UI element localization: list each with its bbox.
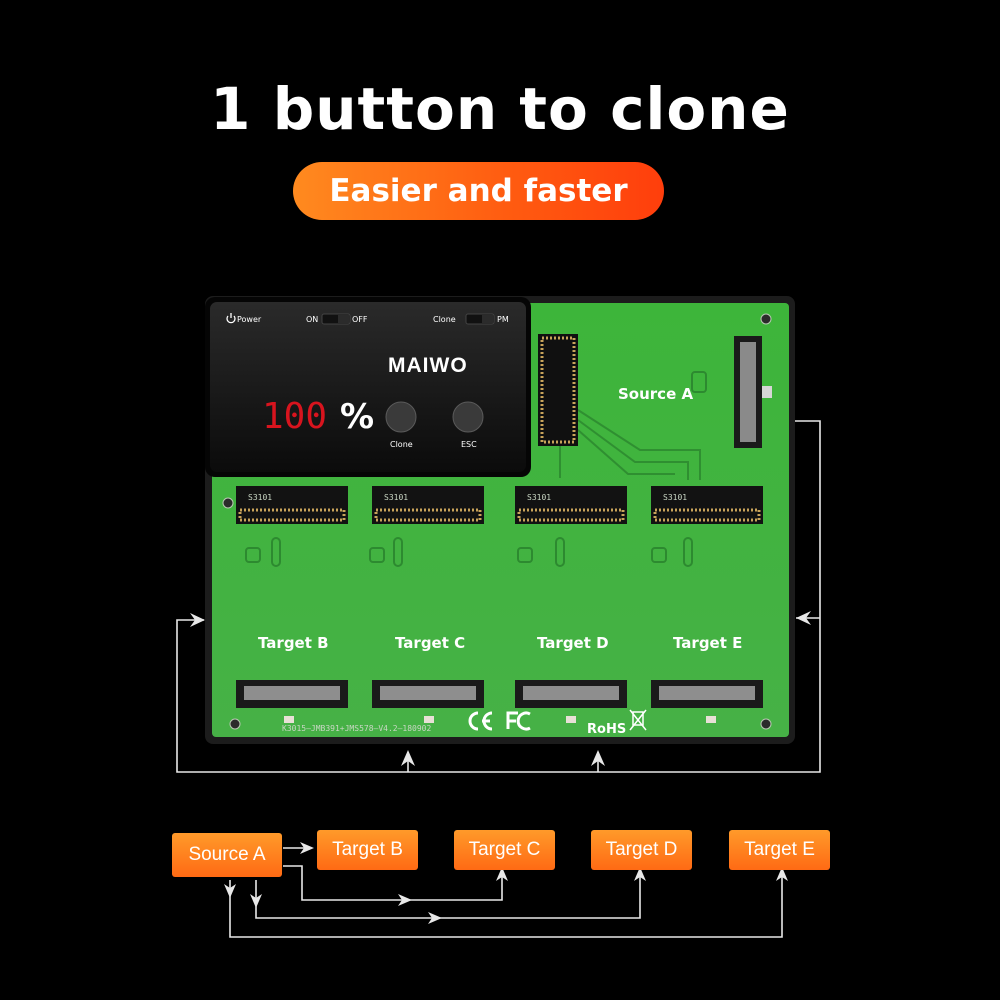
diagram-arrow-b: [300, 842, 314, 854]
m2-slot-c: S3101: [372, 486, 484, 524]
svg-text:S3101: S3101: [384, 493, 408, 502]
diagram-target-d: Target D: [591, 830, 692, 870]
target-d-label: Target D: [537, 634, 609, 652]
clone-button[interactable]: [385, 401, 417, 433]
target-b-label: Target B: [258, 634, 329, 652]
m2-slot-e: S3101: [651, 486, 763, 524]
sata-connector-d: [515, 680, 627, 708]
flow-arrow-up-1: [401, 750, 415, 766]
diagram-mid-arrow-2: [428, 912, 442, 924]
svg-text:S3101: S3101: [527, 493, 551, 502]
diagram-arrow-d: [634, 867, 646, 881]
source-m2-slot: [538, 334, 578, 446]
target-e-label: Target E: [673, 634, 742, 652]
pcb-traces: [559, 409, 701, 480]
mode-pm-label: PM: [497, 315, 509, 324]
pcb-pad: [691, 371, 707, 393]
svg-text:S3101: S3101: [248, 493, 272, 502]
diagram-source-a: Source A: [172, 833, 282, 877]
pcb-silkscreen-marks: [245, 537, 693, 567]
diagram-target-c: Target C: [454, 830, 555, 870]
diagram-target-e: Target E: [729, 830, 830, 870]
board-flow-lines: [176, 420, 821, 773]
flow-arrow-left: [190, 613, 205, 627]
switch-off-label: OFF: [352, 315, 368, 324]
power-switch-knob: [338, 315, 349, 323]
control-panel: [205, 297, 531, 477]
target-sata-connectors: [236, 680, 763, 708]
power-label: Power: [237, 315, 262, 324]
subheadline-badge: Easier and faster: [293, 162, 664, 220]
esc-button-label: ESC: [461, 440, 477, 449]
power-icon: [226, 313, 236, 324]
model-number: K3015—JMB391+JMS578—V4.2—180902: [282, 724, 431, 733]
ce-mark: [468, 711, 493, 731]
mode-clone-label: Clone: [433, 315, 456, 324]
rohs-mark: RoHS: [587, 722, 626, 737]
flow-arrow-right: [796, 611, 811, 625]
progress-unit: %: [340, 397, 374, 437]
weee-icon: [629, 709, 647, 731]
screw-holes: [222, 313, 772, 730]
progress-display: 100: [262, 396, 327, 437]
m2-slot-b: S3101: [236, 486, 348, 524]
diagram-target-b: Target B: [317, 830, 418, 870]
diagram-down-arrow-2: [224, 884, 236, 898]
diagram-mid-arrow-1: [398, 894, 412, 906]
esc-button[interactable]: [452, 401, 484, 433]
sata-connector-c: [372, 680, 484, 708]
mode-switch-knob: [482, 315, 493, 323]
source-sata-connector: [734, 336, 772, 448]
fc-mark: [506, 711, 531, 731]
diagram-flow-lines: [224, 842, 788, 938]
svg-text:S3101: S3101: [663, 493, 687, 502]
clone-button-label: Clone: [390, 440, 413, 449]
flow-arrow-up-2: [591, 750, 605, 766]
target-m2-slots: S3101 S3101 S3101 S3101: [236, 486, 763, 524]
sata-connector-b: [236, 680, 348, 708]
headline: 1 button to clone: [210, 75, 790, 143]
m2-slot-d: S3101: [515, 486, 627, 524]
target-c-label: Target C: [395, 634, 465, 652]
diagram-down-arrow: [250, 894, 262, 908]
switch-on-label: ON: [306, 315, 318, 324]
diagram-arrow-c: [496, 867, 508, 881]
brand-logo: MAIWO: [388, 354, 468, 377]
diagram-arrow-e: [776, 867, 788, 881]
source-a-label: Source A: [618, 385, 693, 403]
sata-connector-e: [651, 680, 763, 708]
status-leds: [284, 716, 716, 723]
